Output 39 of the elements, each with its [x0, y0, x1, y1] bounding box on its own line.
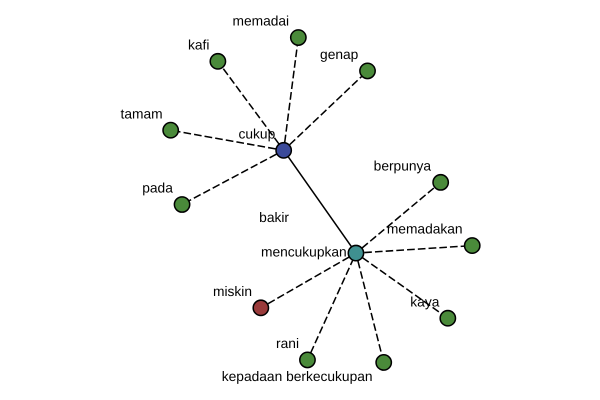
node-circle	[464, 237, 481, 254]
label: bakir	[259, 210, 290, 225]
connector	[178, 130, 276, 150]
node-circle	[432, 174, 450, 191]
connector	[357, 260, 382, 355]
node-label: genap	[320, 46, 358, 62]
connector	[364, 245, 465, 254]
node-circle	[275, 142, 292, 159]
node-circle	[290, 29, 307, 46]
connector	[289, 76, 362, 146]
node-label: tamam	[120, 106, 163, 122]
node-circle	[348, 244, 364, 262]
connector	[284, 45, 298, 142]
node-circle	[299, 352, 316, 368]
node-circle	[375, 354, 392, 371]
node-label: memadakan	[386, 222, 463, 237]
node-circle	[252, 299, 270, 316]
node-label: berpunya	[374, 158, 432, 174]
node-circle	[162, 122, 180, 139]
node-label: rani	[276, 336, 300, 351]
node-label: pada	[142, 180, 173, 196]
connector	[362, 186, 436, 249]
node-label: cukup	[238, 126, 276, 142]
connector	[362, 257, 442, 314]
node-label: memadai	[232, 14, 290, 29]
node-label: miskin	[213, 284, 252, 299]
node-label: mencukupkan	[261, 244, 347, 260]
node-circle	[174, 196, 190, 213]
connector	[288, 156, 352, 248]
node-circle	[209, 52, 226, 70]
connector	[188, 154, 277, 202]
node-circle	[359, 62, 376, 80]
node-label: kepadaan berkecukupan	[222, 369, 373, 384]
connector	[310, 260, 354, 354]
node-circle	[439, 310, 456, 327]
node-label: kaya	[410, 294, 440, 310]
node-label: kafi	[188, 37, 210, 52]
connector	[267, 256, 350, 305]
connector	[222, 67, 280, 144]
